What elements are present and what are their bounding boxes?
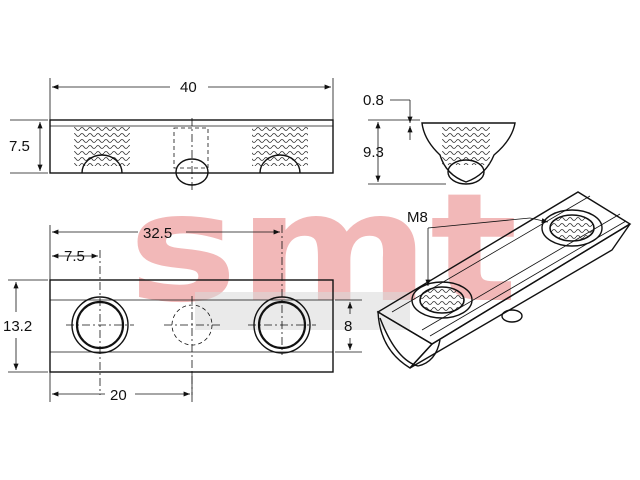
right-thread-region xyxy=(252,126,308,166)
plan-view-outline xyxy=(49,279,334,373)
dim-width: 13.2 xyxy=(3,318,32,335)
dim-side-offset: 0.8 xyxy=(363,92,384,109)
iso-ball xyxy=(501,309,523,323)
left-thread-region xyxy=(74,126,130,166)
plan-view: 32.5 7.5 13.2 8 20 xyxy=(3,225,362,404)
side-profile-outline xyxy=(421,122,516,183)
side-profile-view: 0.8 9.3 xyxy=(363,92,516,185)
watermark: smt xyxy=(128,162,518,336)
dim-thread: M8 xyxy=(407,209,428,226)
side-thread-region xyxy=(442,125,490,165)
dim-hole-edge: 7.5 xyxy=(64,248,85,265)
right-arch xyxy=(259,154,301,174)
threaded-hole-icon xyxy=(248,225,316,355)
dim-slot: 8 xyxy=(344,318,352,335)
iso-front-face xyxy=(409,223,631,369)
left-arch xyxy=(81,154,123,174)
dim-center-offset: 20 xyxy=(110,387,127,404)
front-view-outline xyxy=(49,119,334,174)
iso-hole-right xyxy=(541,209,603,247)
dim-top-length: 40 xyxy=(180,79,197,96)
iso-hole-left xyxy=(411,281,473,319)
dim-hole-spacing: 32.5 xyxy=(143,225,172,242)
dim-side-depth: 9.3 xyxy=(363,144,384,161)
side-ball xyxy=(447,159,485,185)
center-hidden-hole xyxy=(173,127,209,169)
isometric-view: M8 xyxy=(376,191,632,369)
threaded-hole-icon xyxy=(66,250,134,395)
dim-top-height: 7.5 xyxy=(9,138,30,155)
watermark-band xyxy=(195,292,410,330)
front-view: 40 7.5 xyxy=(9,78,334,190)
